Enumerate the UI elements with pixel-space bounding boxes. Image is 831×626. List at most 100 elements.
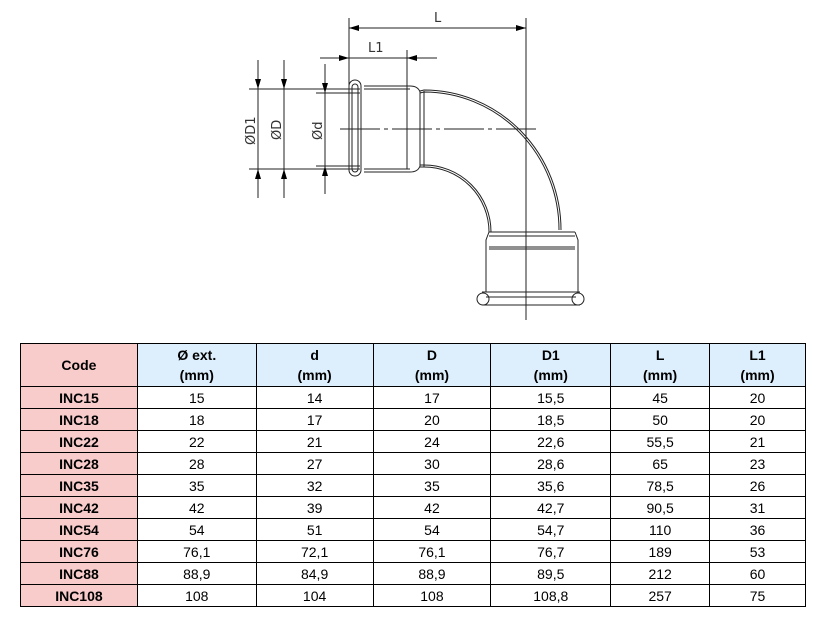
value-cell: 90,5 [610,496,711,519]
value-cell: 88,9 [372,562,492,585]
column-header: d (mm) [255,343,374,387]
value-cell: 28 [136,452,257,475]
dim-D-label: ØD [270,120,285,140]
value-cell: 72,1 [255,540,374,563]
header-label: Code [61,357,97,373]
code-cell: INC76 [20,540,138,563]
value-cell: 108 [136,584,257,607]
value-cell: 20 [709,408,806,431]
value-cell: 31 [709,496,806,519]
value-cell: 212 [610,562,711,585]
value-cell: 51 [255,518,374,541]
value-cell: 18,5 [490,408,612,431]
value-cell: 21 [255,430,374,453]
header-unit: (mm) [179,367,214,383]
header-unit: (mm) [533,367,568,383]
value-cell: 78,5 [610,474,711,497]
value-cell: 75 [709,584,806,607]
value-cell: 89,5 [490,562,612,585]
header-unit: (mm) [414,367,450,383]
value-cell: 15 [136,386,257,409]
header-label: Ø ext. [177,347,217,363]
value-cell: 17 [372,386,492,409]
value-cell: 20 [709,386,806,409]
value-cell: 21 [709,430,806,453]
value-cell: 84,9 [255,562,374,585]
value-cell: 42 [136,496,257,519]
value-cell: 88,9 [136,562,257,585]
value-cell: 27 [255,452,374,475]
dim-L-label: L [434,11,442,26]
value-cell: 42,7 [490,496,612,519]
value-cell: 32 [255,474,374,497]
value-cell: 54 [136,518,257,541]
value-cell: 110 [610,518,711,541]
code-cell: INC108 [20,584,138,607]
value-cell: 257 [610,584,711,607]
value-cell: 26 [709,474,806,497]
value-cell: 17 [255,408,374,431]
column-header: Ø ext. (mm) [136,343,257,387]
header-unit: (mm) [643,367,678,383]
value-cell: 35,6 [490,474,612,497]
header-unit: (mm) [740,367,775,383]
dim-L1-label: L1 [368,41,384,56]
value-cell: 50 [610,408,711,431]
value-cell: 42 [372,496,492,519]
dim-D1-label: ØD1 [244,116,259,145]
value-cell: 28,6 [490,452,612,475]
value-cell: 22 [136,430,257,453]
value-cell: 18 [136,408,257,431]
value-cell: 65 [610,452,711,475]
code-cell: INC88 [20,562,138,585]
value-cell: 76,1 [372,540,492,563]
value-cell: 55,5 [610,430,711,453]
code-cell: INC35 [20,474,138,497]
column-header: Code [20,343,138,387]
header-unit: (mm) [297,367,332,383]
value-cell: 104 [255,584,374,607]
value-cell: 22,6 [490,430,612,453]
column-header: L (mm) [610,343,711,387]
value-cell: 14 [255,386,374,409]
header-label: D1 [541,347,560,363]
code-cell: INC22 [20,430,138,453]
column-header: D1 (mm) [490,343,612,387]
value-cell: 23 [709,452,806,475]
header-label: L1 [749,347,766,363]
value-cell: 20 [372,408,492,431]
value-cell: 39 [255,496,374,519]
code-cell: INC15 [20,386,138,409]
value-cell: 60 [709,562,806,585]
code-cell: INC28 [20,452,138,475]
value-cell: 108,8 [490,584,612,607]
value-cell: 36 [709,518,806,541]
column-header: D(mm) [372,343,492,387]
code-cell: INC54 [20,518,138,541]
value-cell: 45 [610,386,711,409]
header-label: L [655,347,665,363]
elbow-fitting-drawing: L L1 ØD1 ØD Ød [244,11,585,320]
value-cell: 76,7 [490,540,612,563]
header-label: d [310,347,319,363]
value-cell: 15,5 [490,386,612,409]
value-cell: 30 [372,452,492,475]
value-cell: 54,7 [490,518,612,541]
code-cell: INC42 [20,496,138,519]
value-cell: 108 [372,584,492,607]
value-cell: 53 [709,540,806,563]
value-cell: 189 [610,540,711,563]
value-cell: 35 [136,474,257,497]
column-header: L1 (mm) [709,343,806,387]
value-cell: 54 [372,518,492,541]
